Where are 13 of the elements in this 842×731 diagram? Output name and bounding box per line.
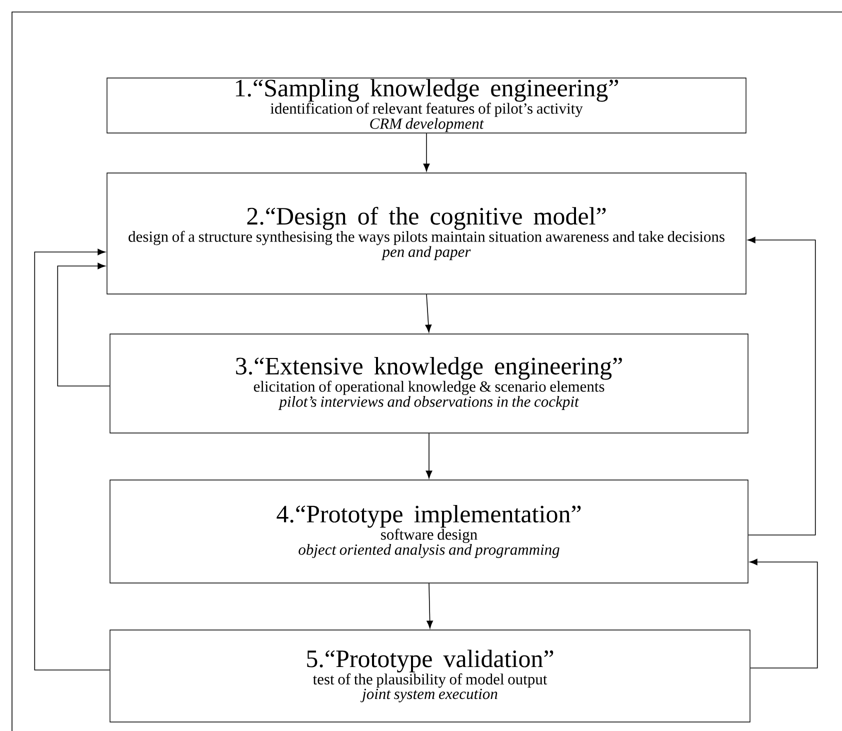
- process-box: 2.“Design of the cognitive model” design of a structure synthesising the ways pilots maintain situation awareness and take decisions pen and paper: [106, 172, 746, 294]
- arrow: [750, 558, 818, 668]
- arrow: [57, 262, 110, 386]
- arrow: [423, 132, 430, 172]
- process-box: 1.“Sampling knowledge engineering” identification of relevant features of pilot’s activity CRM development: [106, 78, 746, 134]
- arrow: [34, 248, 110, 670]
- process-box: 4.“Prototype implementation” software design object oriented analysis and programming: [110, 480, 748, 584]
- arrow: [426, 432, 432, 478]
- arrow: [748, 236, 816, 536]
- process-box: 3.“Extensive knowledge engineering” elicitation of operational knowledge & scenario elements pilot’s interviews and observations in the cockpit: [110, 334, 748, 434]
- arrow: [426, 582, 433, 628]
- arrow: [425, 294, 432, 332]
- process-box: 5.“Prototype validation” test of the plausibility of model output joint system execution: [110, 630, 750, 722]
